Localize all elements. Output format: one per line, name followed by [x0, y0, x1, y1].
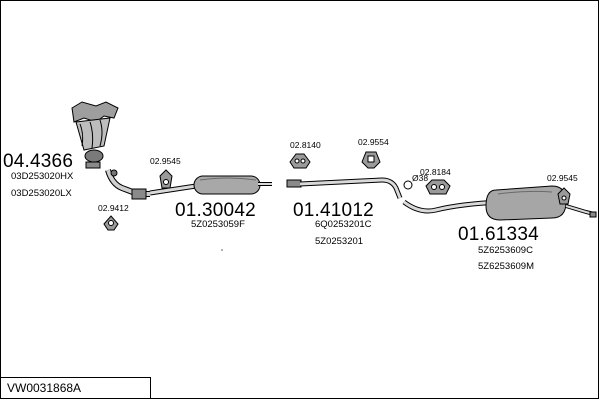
- rear-mount-2-number: 02.9545: [547, 173, 578, 183]
- rear-mount-2-drawing: [557, 187, 571, 205]
- catalyst-oem-2: 03D253020LX: [11, 188, 72, 199]
- front-silencer-drawing: [149, 175, 272, 196]
- clamp-drawing: [403, 180, 413, 190]
- rear-silencer-drawing: [402, 185, 597, 221]
- rear-silencer-oem-2: 5Z6253609M: [478, 261, 534, 272]
- reference-number: VW0031868A: [7, 381, 82, 395]
- front-pipe-drawing: [105, 169, 150, 200]
- middle-mount-1-number: 02.8140: [290, 140, 321, 150]
- middle-mount-1-drawing: [289, 153, 311, 169]
- middle-silencer-number: 01.41012: [293, 200, 374, 221]
- catalyst-drawing: [71, 101, 119, 169]
- gasket-number: 02.9412: [98, 203, 129, 213]
- middle-mount-2-number: 02.9554: [358, 137, 389, 147]
- middle-silencer-oem-2: 5Z0253201: [315, 236, 364, 247]
- middle-mount-2-drawing: [361, 151, 381, 169]
- front-pipe-mount-drawing: [159, 169, 173, 189]
- clamp-value: 38: [418, 173, 429, 183]
- front-silencer-number: 01.30042: [175, 200, 256, 221]
- clamp-number: Ø38: [412, 173, 429, 183]
- reference-box: VW0031868A: [1, 377, 151, 399]
- rear-silencer-number: 01.61334: [458, 224, 539, 245]
- rear-silencer-oem-1: 5Z6253609C: [478, 245, 533, 256]
- catalyst-number: 04.4366: [3, 151, 74, 172]
- speck-dot: [221, 249, 223, 251]
- middle-silencer-oem-1: 6Q0253201C: [315, 219, 372, 230]
- front-pipe-mount-number: 02.9545: [150, 156, 181, 166]
- rear-mount-number: 02.8184: [420, 167, 451, 177]
- gasket-drawing: [103, 215, 119, 231]
- middle-pipe-drawing: [286, 177, 403, 199]
- catalyst-oem-1: 03D253020HX: [11, 171, 74, 182]
- rear-mount-drawing: [425, 179, 451, 195]
- front-silencer-oem-1: 5Z0253059F: [191, 219, 245, 230]
